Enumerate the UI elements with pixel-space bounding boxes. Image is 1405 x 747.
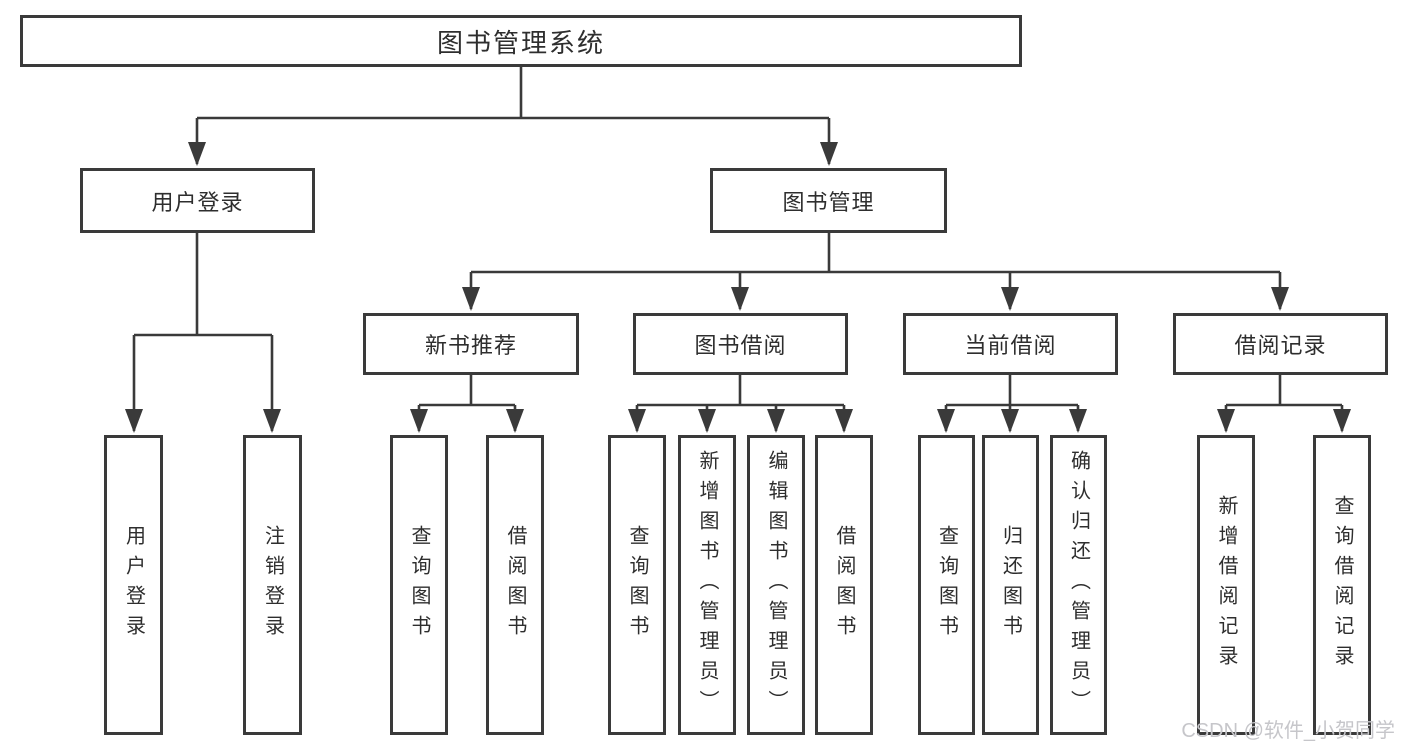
node-label: 归还图书 xyxy=(999,525,1022,645)
leaf-br-query-record: 查询借阅记录 xyxy=(1313,435,1371,735)
leaf-bb-add-books: 新增图书（管理员） xyxy=(678,435,736,735)
connector-borrow-records-children xyxy=(1217,375,1351,433)
connector-user-login-children xyxy=(125,233,281,433)
node-label: 查询图书 xyxy=(408,525,430,645)
node-label: 用户登录 xyxy=(122,525,145,645)
leaf-cb-return-books: 归还图书 xyxy=(982,435,1039,735)
node-library-system: 图书管理系统 xyxy=(20,15,1022,67)
node-label: 图书管理 xyxy=(782,189,875,215)
leaf-nb-borrow-books: 借阅图书 xyxy=(486,435,544,735)
leaf-bb-edit-books: 编辑图书（管理员） xyxy=(747,435,805,735)
node-label: 借阅记录 xyxy=(1234,333,1327,358)
leaf-bb-borrow-books: 借阅图书 xyxy=(815,435,873,735)
node-label: 查询借阅记录 xyxy=(1331,495,1353,675)
node-label: 确认归还（管理员） xyxy=(1067,450,1090,720)
leaf-br-add-record: 新增借阅记录 xyxy=(1197,435,1255,735)
connector-current-borrow-children xyxy=(937,375,1087,433)
node-label: 查询图书 xyxy=(935,525,958,645)
leaf-logout: 注销登录 xyxy=(243,435,302,735)
connector-new-books-children xyxy=(410,375,524,433)
node-new-books: 新书推荐 xyxy=(363,313,579,375)
node-label: 借阅图书 xyxy=(504,525,526,645)
node-label: 新增图书（管理员） xyxy=(696,450,718,720)
node-label: 新书推荐 xyxy=(424,333,517,358)
node-label: 借阅图书 xyxy=(833,525,855,645)
node-label: 新增借阅记录 xyxy=(1215,495,1237,675)
leaf-nb-query-books: 查询图书 xyxy=(390,435,448,735)
node-label: 图书管理系统 xyxy=(436,27,605,58)
node-label: 注销登录 xyxy=(261,525,284,645)
connector-root-to-level2 xyxy=(188,67,838,166)
leaf-bb-query-books: 查询图书 xyxy=(608,435,666,735)
node-label: 查询图书 xyxy=(626,525,648,645)
node-label: 编辑图书（管理员） xyxy=(765,450,787,720)
leaf-cb-query-books: 查询图书 xyxy=(918,435,975,735)
leaf-user-login: 用户登录 xyxy=(104,435,163,735)
node-label: 当前借阅 xyxy=(964,333,1057,358)
node-borrow-records: 借阅记录 xyxy=(1173,313,1388,375)
node-current-borrow: 当前借阅 xyxy=(903,313,1118,375)
node-book-borrow: 图书借阅 xyxy=(633,313,848,375)
leaf-cb-confirm-return: 确认归还（管理员） xyxy=(1050,435,1107,735)
connector-book-borrow-children xyxy=(628,375,853,433)
node-label: 图书借阅 xyxy=(694,333,787,358)
node-user-login: 用户登录 xyxy=(80,168,315,233)
connector-book-mgmt-children xyxy=(462,233,1289,311)
node-book-management: 图书管理 xyxy=(710,168,947,233)
csdn-watermark: CSDN @软件_小贺同学 xyxy=(1181,720,1395,742)
node-label: 用户登录 xyxy=(151,189,244,215)
